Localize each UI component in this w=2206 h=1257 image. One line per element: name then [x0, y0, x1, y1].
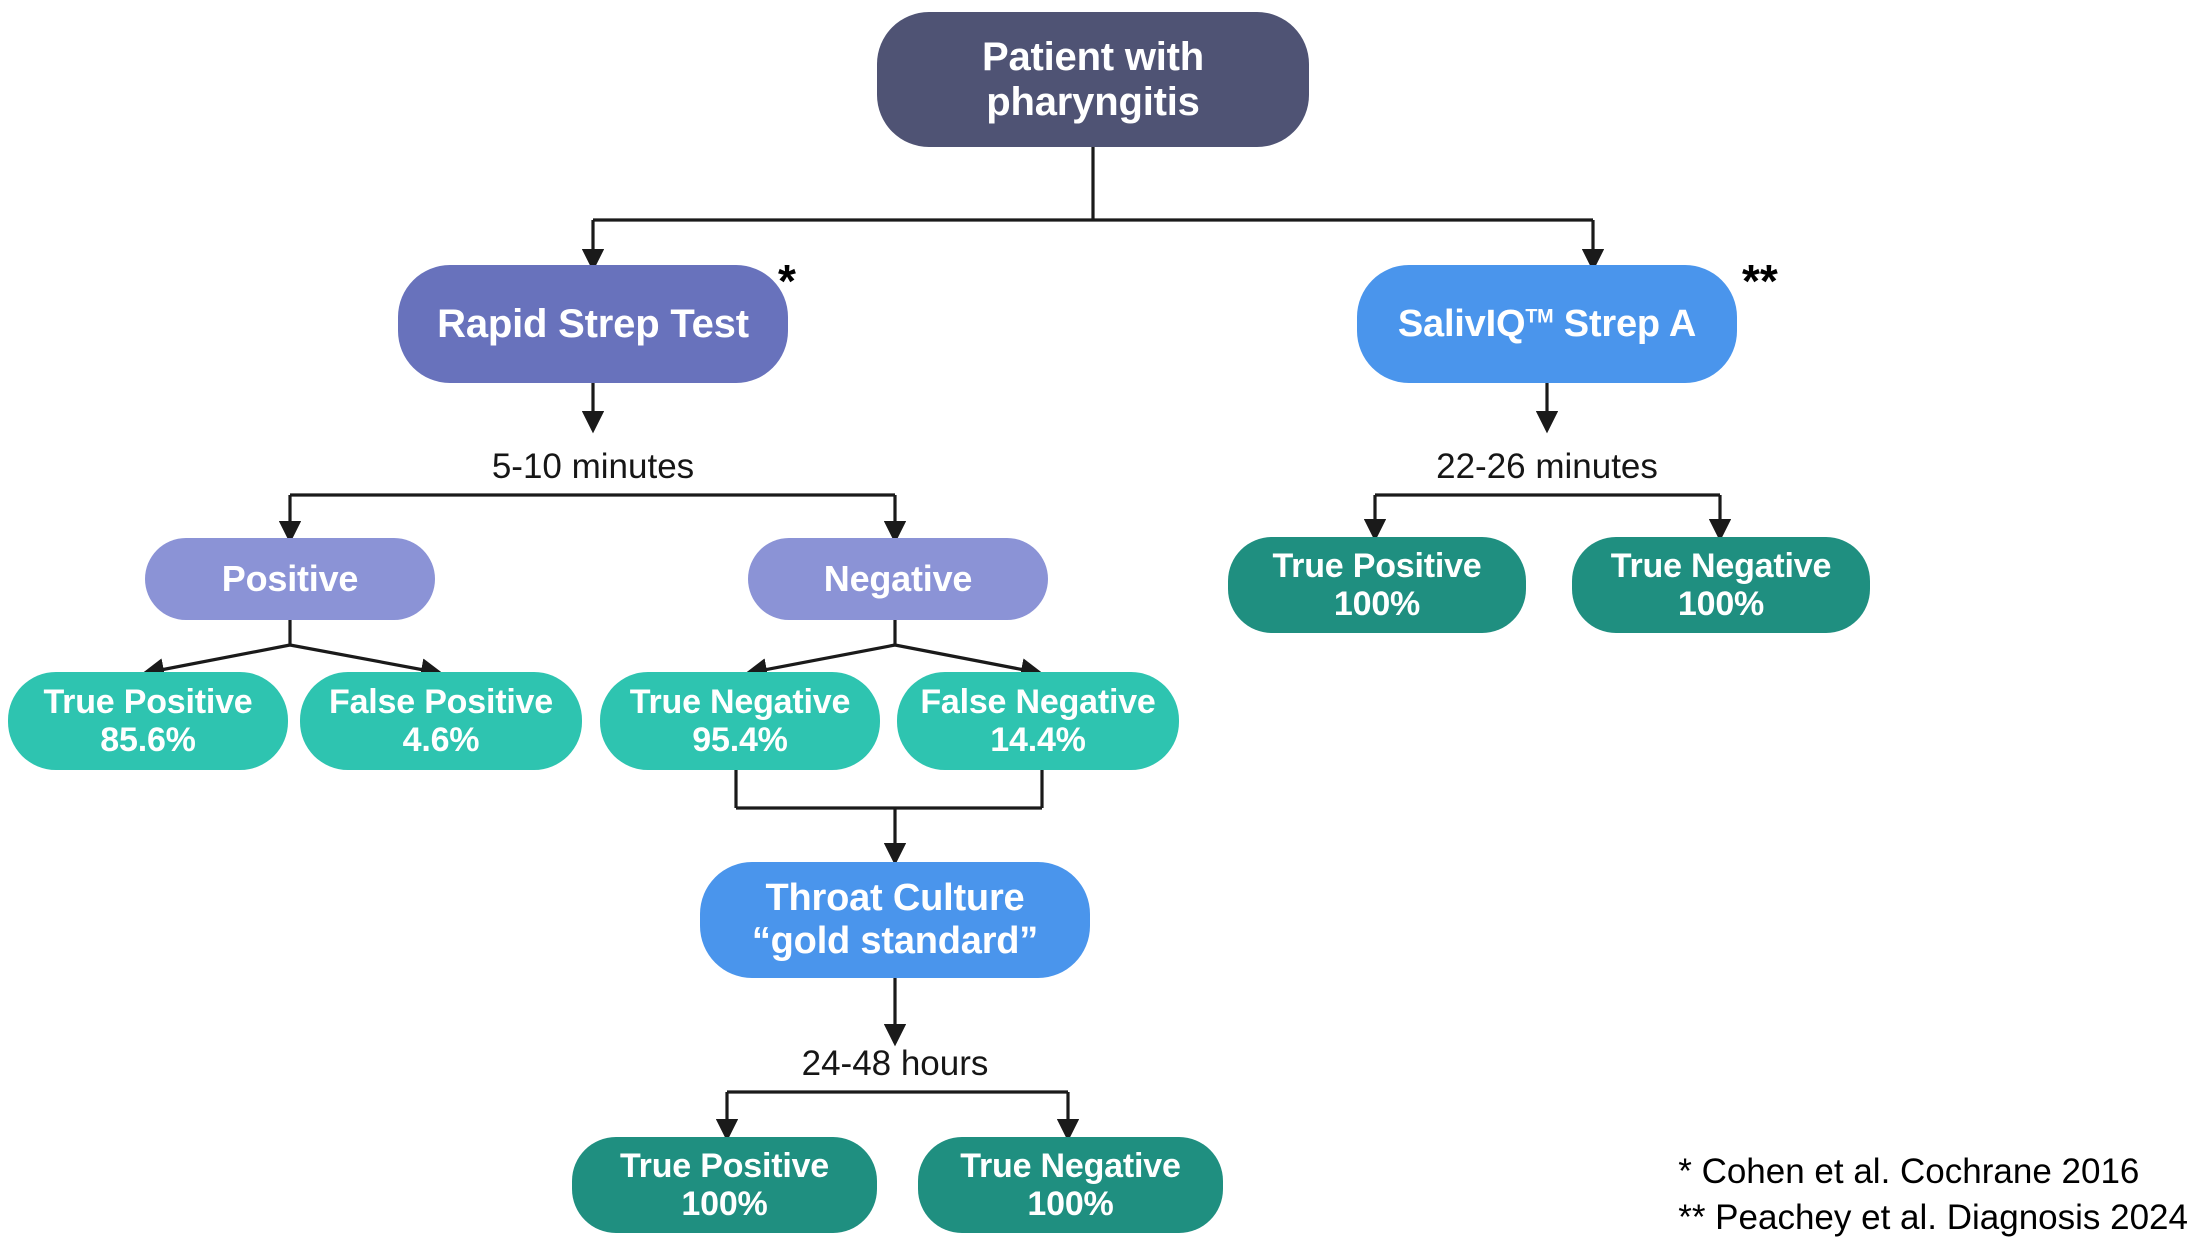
node-label: Rapid Strep Test [437, 301, 749, 346]
result-name: True Positive [619, 1146, 830, 1185]
edge-label-saliviq-turnaround: 22-26 minutes [1436, 447, 1658, 486]
result-name: True Positive [1272, 546, 1482, 585]
result-name: True Negative [1610, 546, 1832, 585]
edge-positive-tp [141, 643, 291, 681]
node-saliviq-true-positive[interactable]: True Positive 100% [1228, 537, 1526, 633]
footnote-marker-rapid-strep: * [778, 255, 796, 307]
result-name: True Negative [960, 1146, 1181, 1185]
result-value: 100% [1677, 585, 1765, 623]
edge-positive-fp [289, 643, 444, 681]
result-name: False Positive [329, 682, 553, 721]
node-label: Positive [221, 557, 359, 599]
node-rapid-false-negative[interactable]: False Negative 14.4% [897, 672, 1179, 770]
node-rapid-outcome-negative[interactable]: Negative [748, 538, 1048, 620]
edge-negative-tn [744, 643, 896, 681]
node-line-2: “gold standard” [751, 920, 1039, 962]
result-value: 14.4% [990, 721, 1086, 759]
result-value: 100% [681, 1185, 768, 1223]
footnote-citations: * Cohen et al. Cochrane 2016 ** Peachey … [1678, 1149, 2188, 1241]
node-culture-true-positive[interactable]: True Positive 100% [572, 1137, 877, 1233]
node-line-2: pharyngitis [986, 79, 1200, 124]
edge-negative-fn [894, 643, 1044, 681]
saliviq-name: SalivIQ [1397, 302, 1526, 345]
result-value: 100% [1333, 585, 1421, 623]
node-patient-with-pharyngitis[interactable]: Patient with pharyngitis [877, 12, 1309, 147]
footnote-marker-saliviq: ** [1742, 255, 1778, 307]
result-value: 4.6% [402, 721, 480, 759]
edge-label-rapid-turnaround: 5-10 minutes [491, 447, 695, 486]
footnote-line-2: ** Peachey et al. Diagnosis 2024 [1678, 1197, 2188, 1237]
node-label: Negative [823, 557, 973, 599]
footnote-line-1: * Cohen et al. Cochrane 2016 [1678, 1151, 2140, 1191]
saliviq-suffix: Strep A [1553, 302, 1697, 345]
node-saliviq-true-negative[interactable]: True Negative 100% [1572, 537, 1870, 633]
result-value: 100% [1027, 1185, 1114, 1223]
trademark-mark: TM [1525, 305, 1554, 328]
node-rapid-true-negative[interactable]: True Negative 95.4% [600, 672, 880, 770]
node-rapid-false-positive[interactable]: False Positive 4.6% [300, 672, 582, 770]
node-throat-culture[interactable]: Throat Culture “gold standard” [700, 862, 1090, 978]
node-line-1: Patient with [981, 34, 1205, 79]
node-saliviq-strep-a[interactable]: SalivIQTM Strep A [1357, 265, 1737, 383]
node-rapid-outcome-positive[interactable]: Positive [145, 538, 435, 620]
result-value: 85.6% [100, 721, 196, 759]
node-rapid-true-positive[interactable]: True Positive 85.6% [8, 672, 288, 770]
result-name: True Negative [629, 682, 851, 721]
result-value: 95.4% [692, 721, 788, 759]
node-rapid-strep-test[interactable]: Rapid Strep Test [398, 265, 788, 383]
node-culture-true-negative[interactable]: True Negative 100% [918, 1137, 1223, 1233]
result-name: False Negative [920, 682, 1156, 721]
edge-label-culture-turnaround: 24-48 hours [801, 1044, 989, 1083]
result-name: True Positive [43, 682, 253, 721]
node-label: SalivIQTM Strep A [1398, 303, 1696, 346]
node-line-1: Throat Culture [765, 877, 1025, 920]
